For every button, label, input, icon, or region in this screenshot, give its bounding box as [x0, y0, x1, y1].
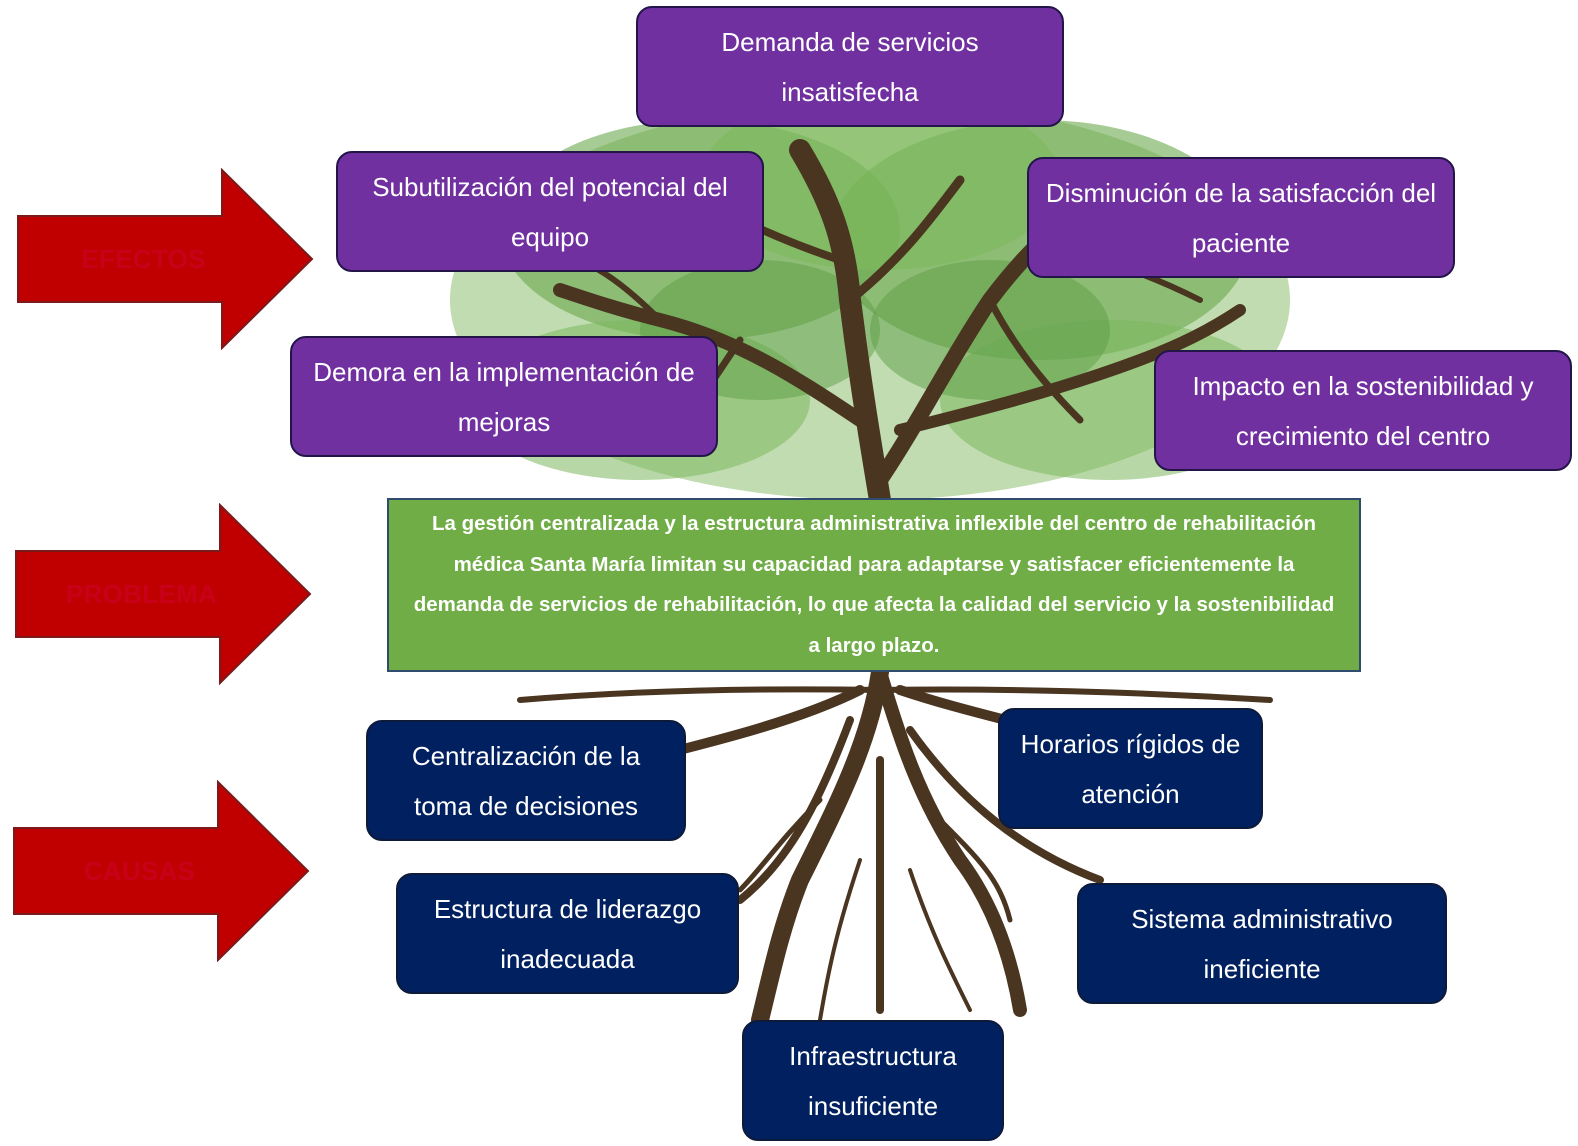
effect-box: Impacto en la sostenibilidad y crecimien… — [1154, 350, 1572, 471]
effect-box: Demanda de servicios insatisfecha — [636, 6, 1064, 127]
effects-label: EFECTOS — [81, 243, 206, 274]
effect-box: Disminución de la satisfacción del pacie… — [1027, 157, 1455, 278]
right-arrow-icon — [13, 780, 310, 962]
cause-box: Horarios rígidos de atención — [998, 708, 1263, 829]
cause-box: Sistema administrativo ineficiente — [1077, 883, 1447, 1004]
effect-box: Subutilización del potencial del equipo — [336, 151, 764, 272]
cause-box: Centralización de la toma de decisiones — [366, 720, 686, 841]
causes-arrow: CAUSAS — [12, 780, 312, 962]
effect-box: Demora en la implementación de mejoras — [290, 336, 718, 457]
problem-arrow: PROBLEMA — [14, 503, 314, 685]
cause-box: Infraestructura insuficiente — [742, 1020, 1004, 1141]
right-arrow-icon — [15, 503, 312, 685]
causes-label: CAUSAS — [83, 855, 196, 886]
cause-box: Estructura de liderazgo inadecuada — [396, 873, 739, 994]
problem-statement-box: La gestión centralizada y la estructura … — [387, 498, 1361, 672]
problem-label: PROBLEMA — [65, 578, 218, 609]
effects-arrow: EFECTOS — [16, 168, 316, 350]
right-arrow-icon — [17, 168, 314, 350]
